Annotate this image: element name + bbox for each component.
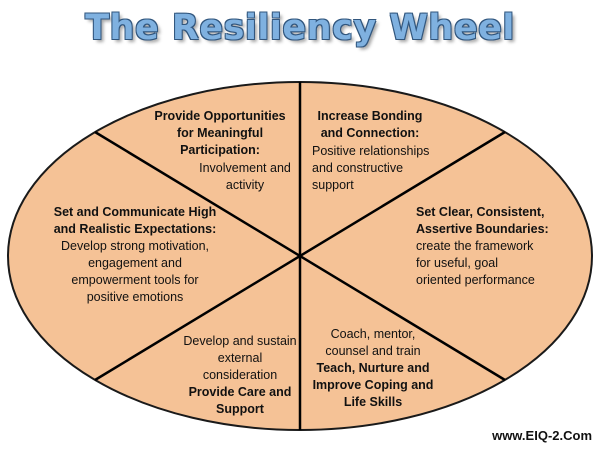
segment-meaningful-participation-body: Involvement and activity bbox=[199, 161, 291, 192]
website-url: www.EIQ-2.Com bbox=[492, 428, 592, 443]
segment-high-expectations: Set and Communicate High and Realistic E… bbox=[53, 205, 217, 304]
segment-clear-boundaries: Set Clear, Consistent, Assertive Boundar… bbox=[416, 205, 549, 287]
segment-bonding-connection-body: Positive relationships and constructive … bbox=[312, 144, 430, 192]
segment-meaningful-participation: Provide Opportunities for Meaningful Par… bbox=[154, 109, 286, 157]
segment-care-support: Develop and sustain external considerati… bbox=[183, 334, 297, 416]
segment-bonding-connection: Increase Bonding and Connection: bbox=[317, 109, 423, 140]
page-title: The Resiliency Wheel bbox=[85, 8, 515, 48]
divider-diagonal-2 bbox=[94, 130, 506, 382]
segment-coping-skills: Coach, mentor, counsel and train Teach, … bbox=[312, 327, 434, 409]
